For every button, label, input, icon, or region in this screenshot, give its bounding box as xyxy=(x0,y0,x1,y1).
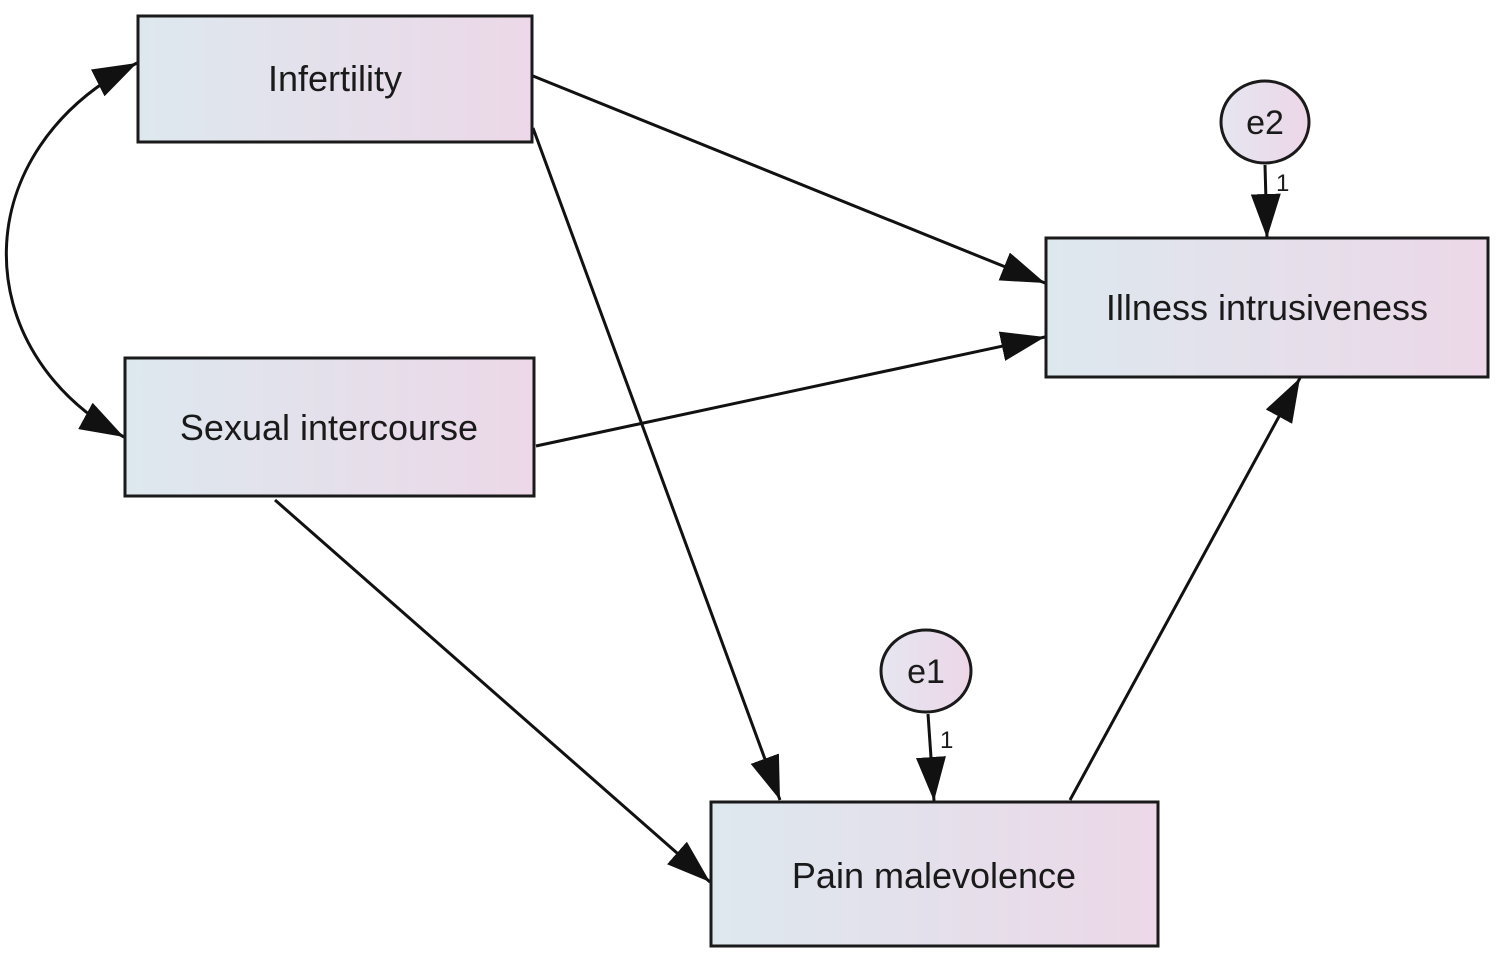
edge-e2-to-illness-intrusiveness xyxy=(1250,164,1281,239)
error-e1-label: e1 xyxy=(907,653,945,691)
node-pain-malevolence-label: Pain malevolence xyxy=(792,855,1076,896)
node-illness-intrusiveness-label: Illness intrusiveness xyxy=(1106,287,1428,328)
covariance-infertility-sexual-intercourse xyxy=(4,61,138,439)
error-e1: e1 xyxy=(879,628,973,714)
error-e2: e2 xyxy=(1219,79,1311,165)
node-illness-intrusiveness: Illness intrusiveness xyxy=(1044,236,1490,379)
edge-infertility-to-illness-intrusiveness xyxy=(532,74,1046,285)
weight-e1-label: 1 xyxy=(940,727,953,754)
node-infertility-label: Infertility xyxy=(268,58,402,99)
edge-infertility-to-pain-malevolence xyxy=(531,127,782,801)
edge-e1-to-pain-malevolence xyxy=(916,713,946,802)
node-pain-malevolence: Pain malevolence xyxy=(709,800,1160,948)
edge-pain-malevolence-to-illness-intrusiveness xyxy=(1068,377,1302,801)
edge-sexual-intercourse-to-illness-intrusiveness xyxy=(535,331,1046,448)
error-e2-label: e2 xyxy=(1246,104,1284,142)
node-sexual-intercourse: Sexual intercourse xyxy=(123,356,536,498)
node-sexual-intercourse-label: Sexual intercourse xyxy=(180,407,478,448)
node-infertility: Infertility xyxy=(136,14,534,144)
weight-e2-label: 1 xyxy=(1276,170,1289,197)
edge-sexual-intercourse-to-pain-malevolence xyxy=(274,498,711,884)
